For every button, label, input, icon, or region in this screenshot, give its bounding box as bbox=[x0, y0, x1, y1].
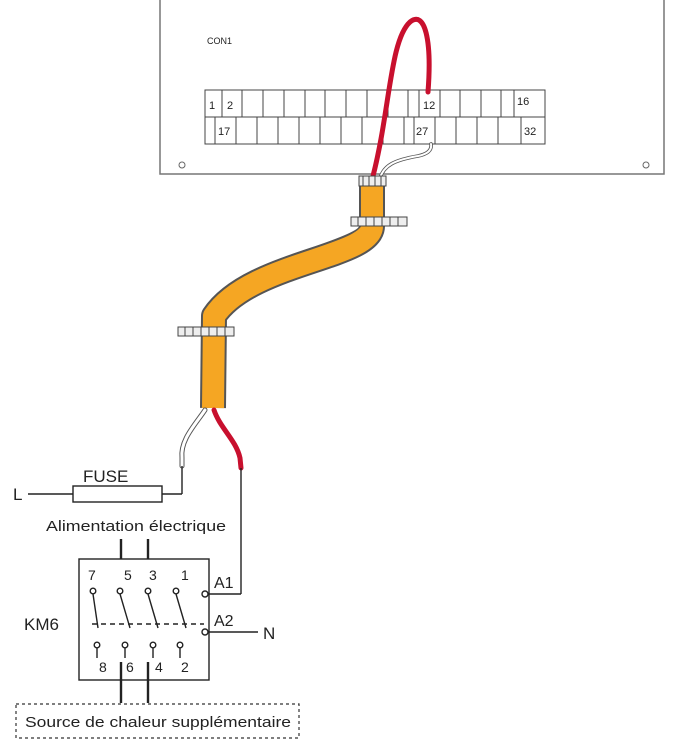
terminal-4: 4 bbox=[155, 659, 163, 675]
terminal-2: 2 bbox=[181, 659, 189, 675]
contactor-terminal-numbers: 7 5 3 1 8 6 4 2 A1 A2 N KM6 bbox=[24, 567, 275, 675]
power-supply-label: Alimentation électrique bbox=[46, 518, 226, 535]
terminal-27: 27 bbox=[416, 126, 428, 138]
terminal-block bbox=[204, 89, 546, 145]
fuse-label: FUSE bbox=[83, 467, 128, 486]
contactor-name: KM6 bbox=[24, 615, 59, 634]
coil-a2-label: A2 bbox=[214, 613, 234, 630]
terminal-8: 8 bbox=[99, 659, 107, 675]
contactor-body bbox=[78, 558, 210, 681]
mount-hole-right bbox=[642, 161, 650, 169]
cable-exit-wires bbox=[179, 407, 244, 471]
terminal-1: 1 bbox=[209, 100, 215, 112]
line-l-label: L bbox=[13, 485, 22, 504]
cable-clamp-top bbox=[358, 175, 387, 187]
connector-label: CON1 bbox=[207, 36, 232, 46]
heat-source-box bbox=[15, 703, 300, 739]
terminal-3: 3 bbox=[149, 567, 157, 583]
cable bbox=[177, 175, 408, 409]
terminal-2: 2 bbox=[227, 100, 233, 112]
fuse-symbol bbox=[72, 485, 163, 503]
terminal-17: 17 bbox=[218, 126, 230, 138]
live-wire-loop bbox=[370, 17, 432, 179]
terminal-numbers: 1 2 12 16 17 27 32 bbox=[209, 96, 536, 138]
cable-clamp-upper bbox=[350, 216, 408, 227]
terminal-5: 5 bbox=[124, 567, 132, 583]
mount-hole-left bbox=[178, 161, 186, 169]
live-wire-exit bbox=[211, 407, 244, 471]
cable-clamp-lower bbox=[177, 326, 235, 337]
coil-a1-label: A1 bbox=[214, 575, 234, 592]
contactor-km6 bbox=[78, 539, 258, 703]
heat-source-label: Source de chaleur supplémentaire bbox=[25, 714, 291, 731]
terminal-6: 6 bbox=[126, 659, 134, 675]
terminal-7: 7 bbox=[88, 567, 96, 583]
terminal-1: 1 bbox=[181, 567, 189, 583]
terminal-12: 12 bbox=[423, 100, 435, 112]
board-wires bbox=[370, 17, 433, 180]
heat-source: Source de chaleur supplémentaire bbox=[15, 703, 300, 739]
terminal-16: 16 bbox=[517, 96, 529, 108]
cable-jacket bbox=[202, 182, 383, 409]
supply-circuit bbox=[28, 466, 242, 595]
terminal-32: 32 bbox=[524, 126, 536, 138]
control-board: CON1 bbox=[159, 0, 665, 175]
neutral-n-label: N bbox=[263, 624, 275, 643]
